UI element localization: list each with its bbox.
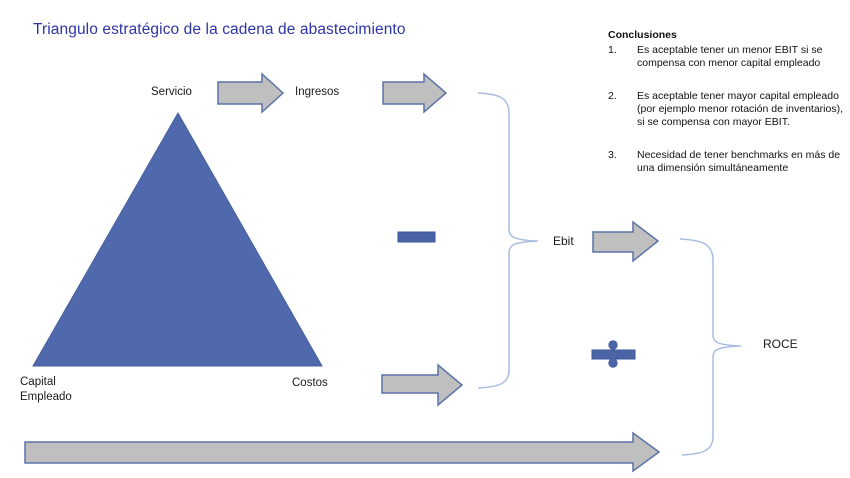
ingresos-label: Ingresos bbox=[295, 86, 340, 98]
capital-empleado-arrow-icon bbox=[24, 431, 661, 473]
strategy-triangle bbox=[32, 111, 323, 367]
roce-label: ROCE bbox=[763, 337, 798, 351]
conclusion-number: 1. bbox=[608, 44, 617, 56]
conclusion-number: 2. bbox=[608, 90, 617, 102]
capital-empleado-line1: Capital bbox=[20, 376, 56, 388]
ebit-arrow-icon bbox=[592, 220, 660, 263]
capital-empleado-line2: Empleado bbox=[20, 391, 72, 403]
conclusion-item: 3. Necesidad de tener benchmarks en más … bbox=[608, 149, 846, 175]
ebit-label: Ebit bbox=[553, 234, 574, 248]
conclusions-block: Conclusiones 1. Es aceptable tener un me… bbox=[608, 29, 846, 195]
conclusion-text: Es aceptable tener un menor EBIT si se c… bbox=[637, 44, 823, 69]
conclusion-item: 1. Es aceptable tener un menor EBIT si s… bbox=[608, 44, 846, 70]
costos-label: Costos bbox=[292, 377, 328, 389]
minus-icon bbox=[397, 231, 436, 243]
ebit-brace-icon bbox=[477, 92, 539, 389]
costos-arrow-icon bbox=[381, 363, 464, 407]
conclusion-text: Es aceptable tener mayor capital emplead… bbox=[637, 90, 844, 128]
servicio-to-ingresos-arrow-icon bbox=[217, 72, 285, 114]
conclusion-number: 3. bbox=[608, 149, 617, 161]
servicio-label: Servicio bbox=[151, 86, 192, 98]
roce-brace-icon bbox=[679, 238, 742, 456]
ingresos-arrow-icon bbox=[382, 72, 448, 114]
divide-icon bbox=[591, 340, 636, 368]
capital-empleado-label: Capital Empleado bbox=[20, 375, 72, 405]
slide-title: Triangulo estratégico de la cadena de ab… bbox=[33, 21, 406, 38]
conclusions-heading: Conclusiones bbox=[608, 29, 677, 41]
conclusion-item: 2. Es aceptable tener mayor capital empl… bbox=[608, 90, 846, 129]
conclusion-text: Necesidad de tener benchmarks en más de … bbox=[637, 149, 841, 174]
